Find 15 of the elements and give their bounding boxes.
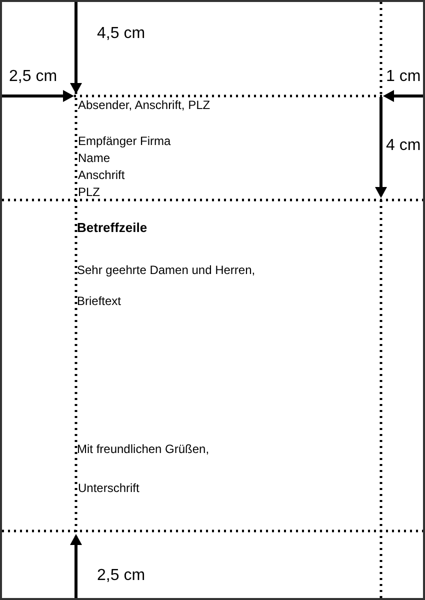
closing-text: Mit freundlichen Grüßen,	[77, 443, 210, 457]
recipient-address-text: Anschrift	[78, 169, 125, 183]
signature-text: Unterschrift	[78, 482, 140, 496]
subject-line-text: Betreffzeile	[77, 221, 148, 236]
dimension-label: 2,5 cm	[9, 68, 58, 86]
dimension-label: 1 cm	[386, 68, 421, 86]
recipient-address-text: Empfänger Firma	[78, 135, 171, 149]
dimension-label: 4,5 cm	[97, 25, 146, 44]
recipient-address-text: PLZ	[78, 186, 100, 200]
sender-address-text: Absender, Anschrift, PLZ	[78, 99, 210, 113]
recipient-address-text: Name	[78, 152, 110, 166]
salutation-text: Sehr geehrte Damen und Herren,	[77, 264, 256, 278]
body-text: Brieftext	[77, 295, 122, 309]
dimension-label: 2,5 cm	[97, 567, 146, 586]
dimension-label: 4 cm	[386, 137, 421, 156]
